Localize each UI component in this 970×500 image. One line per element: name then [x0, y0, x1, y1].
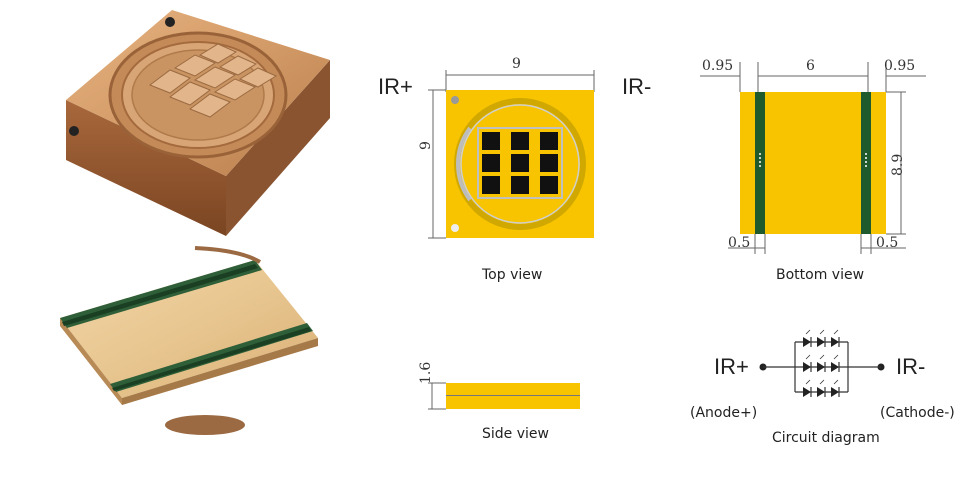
top-view-ir-minus-label: IR-: [622, 74, 652, 99]
bottom-view-left-edge-dimension: 0.95: [702, 58, 734, 74]
top-view-width-dimension: 9: [512, 56, 521, 72]
circuit-cathode-label: (Cathode-): [880, 405, 955, 421]
bottom-view-height-dimension: 8.9: [890, 153, 906, 176]
side-view-thickness-dimension: 1.6: [418, 361, 434, 384]
led-bottom-photo: [60, 246, 318, 435]
top-view-ir-plus-label: IR+: [378, 74, 413, 99]
circuit-diagram-caption: Circuit diagram: [772, 430, 880, 446]
circuit-ir-plus-label: IR+: [714, 354, 749, 379]
bottom-view-caption: Bottom view: [776, 267, 865, 283]
bottom-view-right-strip-dimension: 0.5: [876, 235, 899, 251]
diode-row-1: [803, 337, 840, 347]
bottom-view-center-dimension: 6: [806, 58, 815, 74]
top-view-height-dimension: 9: [418, 141, 434, 150]
diode-row-2: [803, 362, 840, 372]
emission-arrows: [805, 329, 839, 385]
side-view-caption: Side view: [482, 426, 549, 442]
side-view-drawing: [428, 382, 580, 410]
chip-array-photo: [148, 43, 278, 118]
circuit-diagram-drawing: [759, 329, 885, 397]
top-view-caption: Top view: [482, 267, 543, 283]
bottom-view-drawing: [700, 62, 926, 254]
led-chip-grid: [482, 132, 558, 194]
led-top-photo: [66, 10, 330, 236]
circuit-anode-label: (Anode+): [690, 405, 758, 421]
diode-row-3: [803, 387, 840, 397]
circuit-ir-minus-label: IR-: [896, 354, 926, 379]
bottom-view-left-strip-dimension: 0.5: [728, 235, 751, 251]
bottom-view-right-edge-dimension: 0.95: [884, 58, 916, 74]
top-view-drawing: [428, 70, 595, 239]
